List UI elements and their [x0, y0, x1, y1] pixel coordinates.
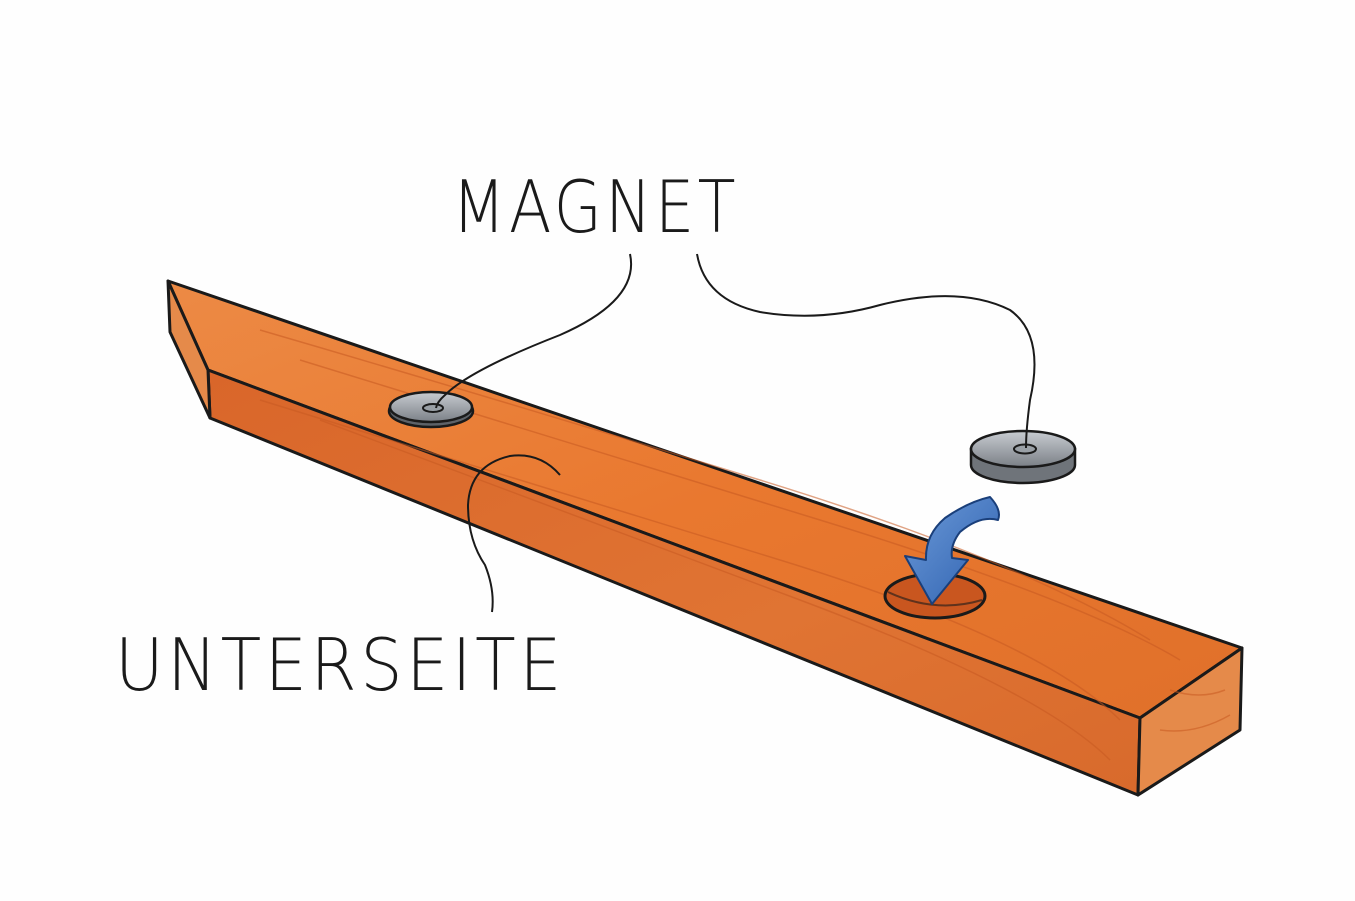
embedded-magnet: [387, 390, 475, 429]
underside-leader: [466, 454, 561, 613]
magnet-leader-right: [696, 253, 1036, 449]
underside-label: UNTERSEITE: [115, 623, 565, 707]
wood-grain: [259, 329, 1231, 761]
batten-right-end: [1136, 646, 1244, 797]
insert-arrow-icon: [904, 496, 1000, 605]
batten-left-end: [166, 279, 212, 420]
magnet-leader-left: [435, 253, 633, 409]
magnet-label: MAGNET: [452, 165, 739, 249]
loose-magnet: [969, 429, 1077, 485]
